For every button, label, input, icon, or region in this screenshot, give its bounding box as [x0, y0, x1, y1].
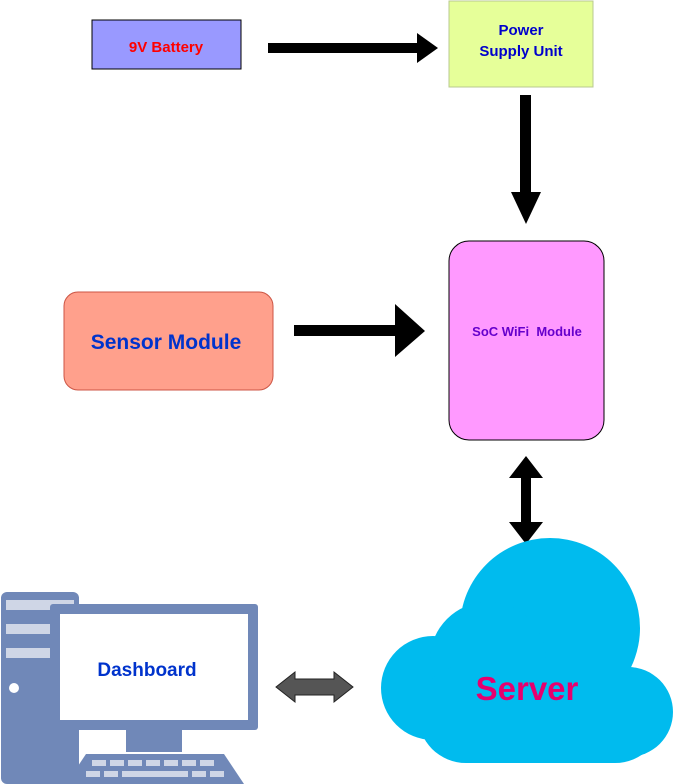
arrow-sensor-to-soc-shape [294, 304, 425, 357]
server-label: Server [476, 670, 579, 707]
arrow-soc-server [509, 456, 543, 544]
battery-node[interactable]: 9V Battery [91, 19, 242, 70]
arrow-sensor-to-soc [294, 304, 425, 357]
psu-label-line1: Power [498, 22, 543, 39]
dashboard-label: Dashboard [97, 660, 196, 681]
keyboard-keys [86, 760, 224, 777]
dashboard-node[interactable]: Dashboard [1, 592, 258, 784]
monitor-stand [126, 730, 182, 752]
arrow-dashboard-server-shape [275, 670, 354, 704]
server-node[interactable]: Server [381, 538, 673, 763]
pc-power-button [9, 683, 19, 693]
soc-label: SoC WiFi Module [472, 324, 582, 339]
battery-label: 9V Battery [129, 39, 204, 56]
sensor-box [63, 291, 274, 391]
pc-tower-bay [6, 648, 74, 658]
arrow-psu-to-soc [511, 95, 541, 224]
keyboard [66, 754, 244, 784]
psu-label-line2: Supply Unit [479, 43, 562, 60]
psu-node[interactable]: Power Supply Unit [448, 0, 594, 88]
battery-box [91, 19, 242, 70]
arrow-dashboard-server [275, 670, 354, 704]
arrow-battery-to-psu-shape [268, 33, 438, 63]
pc-tower-bay [6, 600, 74, 610]
cloud-icon [381, 538, 673, 763]
pc-tower-bay [6, 624, 74, 634]
soc-box [448, 240, 605, 441]
arrow-battery-to-psu [268, 33, 438, 63]
monitor-screen [60, 614, 248, 720]
psu-box [448, 0, 594, 88]
soc-node[interactable]: SoC WiFi Module [448, 240, 605, 441]
sensor-node[interactable]: Sensor Module [63, 291, 274, 391]
sensor-label: Sensor Module [91, 331, 242, 354]
computer-icon [1, 592, 258, 784]
arrow-psu-to-soc-shape [511, 95, 541, 224]
arrow-soc-server-shape [509, 456, 543, 544]
